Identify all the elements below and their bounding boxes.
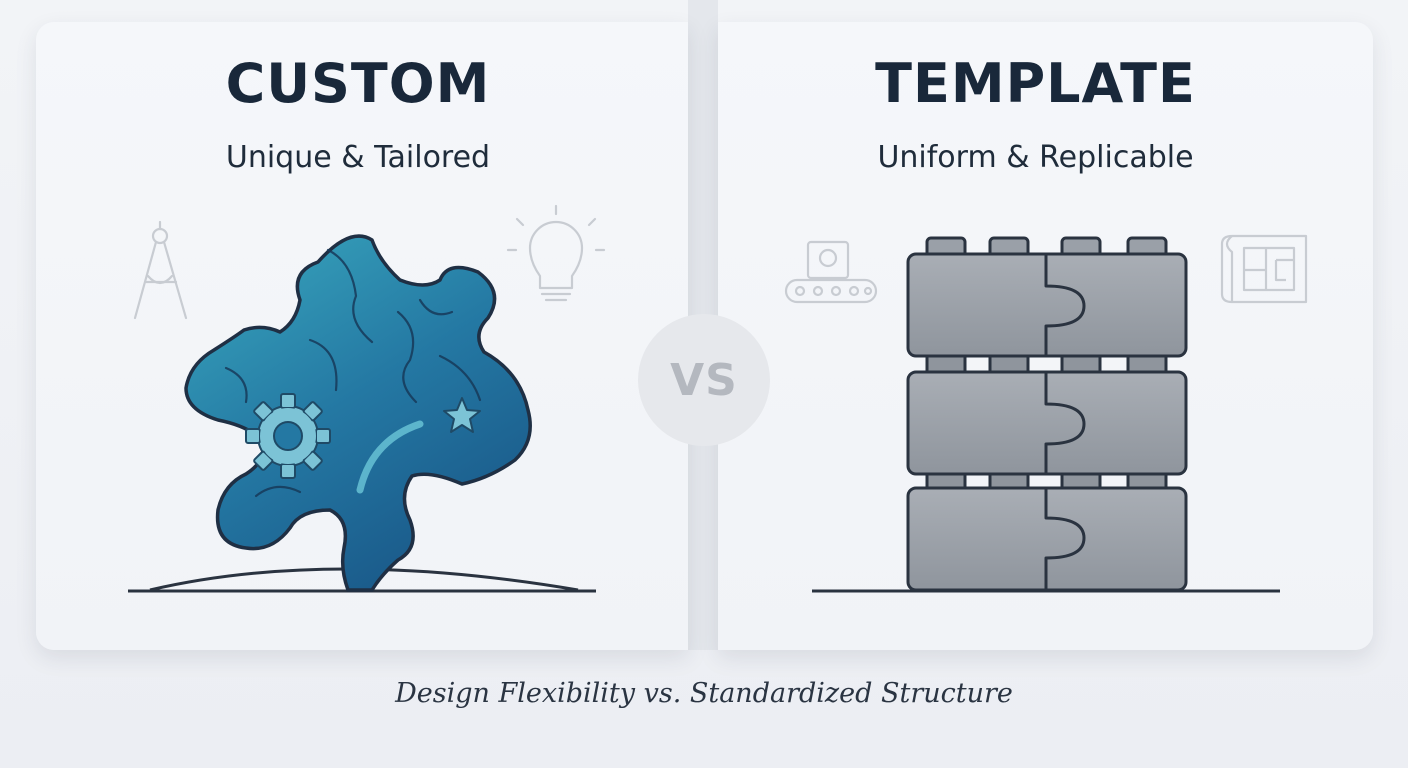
vs-badge: VS: [638, 314, 770, 446]
light-bulb-icon: [506, 204, 606, 302]
template-subtitle: Uniform & Replicable: [877, 140, 1194, 175]
conveyor-belt-icon: [784, 240, 878, 304]
custom-title: CUSTOM: [225, 52, 491, 115]
stacked-blocks-icon: [906, 236, 1188, 592]
gear-icon: [245, 393, 331, 479]
blueprint-icon: [1220, 234, 1308, 304]
puzzle-piece-icon: [184, 234, 532, 592]
caption: Design Flexibility vs. Standardized Stru…: [395, 678, 1013, 709]
drafting-compass-icon: [133, 220, 188, 320]
star-icon: [443, 397, 481, 433]
template-title: TEMPLATE: [875, 52, 1196, 115]
custom-subtitle: Unique & Tailored: [225, 140, 491, 175]
